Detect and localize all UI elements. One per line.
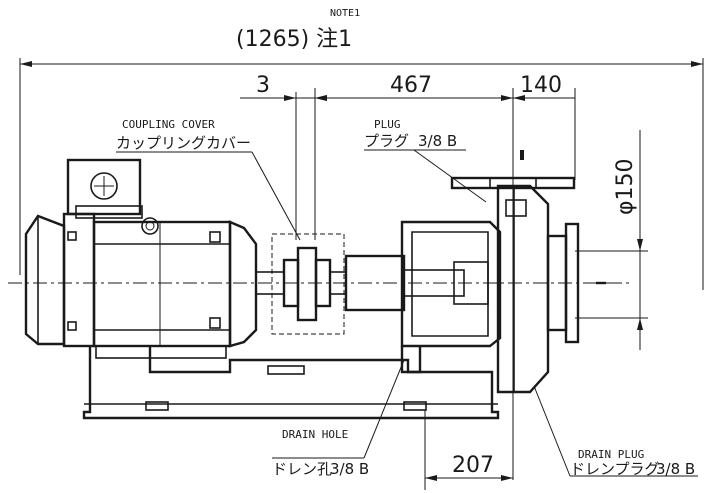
base-plate [82, 345, 500, 420]
overall-dimension-label: (1265) 注1 [236, 27, 352, 52]
flange-diameter-label: φ150 [613, 158, 638, 215]
drain-hole-jp-label: ドレン孔 [272, 460, 332, 478]
pump-offset-label: 140 [520, 73, 562, 98]
drain-offset-label: 207 [452, 453, 494, 478]
coupling-cover-jp-label: カップリングカバー [116, 134, 251, 152]
overall-note-label: NOTE1 [330, 8, 360, 19]
dimension-lines [19, 58, 704, 490]
shaft-span-label: 467 [390, 73, 432, 98]
drain-plug-en-label: DRAIN PLUG [578, 448, 644, 461]
plug-size-label: 3/8 B [418, 132, 457, 150]
leader-lines [116, 149, 698, 477]
pump [400, 150, 606, 394]
drain-plug-jp-label: ドレンプラグ [570, 460, 660, 478]
shaft-coupling [255, 233, 465, 335]
plug-jp-label: プラグ [364, 132, 409, 150]
coupling-cover-en-label: COUPLING COVER [122, 118, 215, 131]
coupling-gap-label: 3 [256, 73, 270, 98]
drain-hole-en-label: DRAIN HOLE [282, 428, 348, 441]
plug-en-label: PLUG [374, 118, 401, 131]
drain-hole-size-label: 3/8 B [330, 460, 369, 478]
drain-plug-size-label: 3/8 B [656, 460, 695, 478]
motor [24, 158, 258, 359]
